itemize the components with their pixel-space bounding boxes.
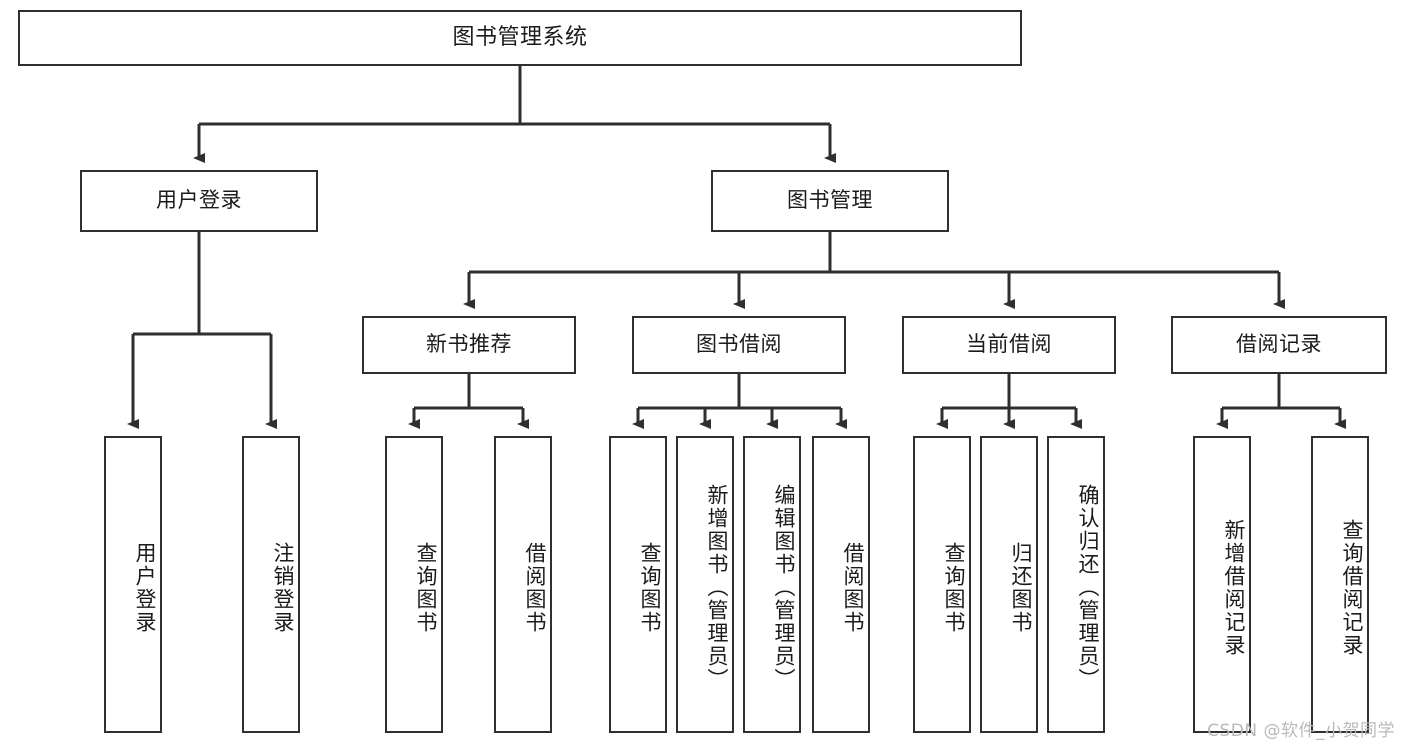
node-label: 用户登录	[156, 188, 242, 213]
node-current-borrow[interactable]: 当前借阅	[902, 316, 1116, 374]
node-label: 图书借阅	[696, 332, 782, 357]
leaf-return-book[interactable]: 归还图书	[980, 436, 1038, 733]
node-label: 查询借阅记录	[1340, 518, 1364, 657]
watermark: CSDN @软件_小贺同学	[1207, 721, 1395, 741]
node-label: 确认归还（管理员）	[1076, 484, 1100, 691]
leaf-logout-login[interactable]: 注销登录	[242, 436, 300, 733]
leaf-add-book[interactable]: 新增图书（管理员）	[676, 436, 734, 733]
node-label: 查询图书	[638, 541, 662, 634]
node-label: 当前借阅	[966, 332, 1052, 357]
node-label: 查询图书	[414, 541, 438, 634]
node-label: 查询图书	[942, 541, 966, 634]
leaf-edit-book[interactable]: 编辑图书（管理员）	[743, 436, 801, 733]
node-label: 图书管理	[787, 188, 873, 213]
node-borrow-record[interactable]: 借阅记录	[1171, 316, 1387, 374]
node-label: 归还图书	[1009, 541, 1033, 634]
node-label: 借阅图书	[841, 541, 865, 634]
node-book-management-system[interactable]: 图书管理系统	[18, 10, 1022, 66]
node-label: 新增借阅记录	[1222, 518, 1246, 657]
node-label: 注销登录	[271, 541, 295, 634]
node-label: 新书推荐	[426, 332, 512, 357]
leaf-confirm-return[interactable]: 确认归还（管理员）	[1047, 436, 1105, 733]
leaf-query-book-2[interactable]: 查询图书	[609, 436, 667, 733]
node-book-borrow[interactable]: 图书借阅	[632, 316, 846, 374]
node-book-management[interactable]: 图书管理	[711, 170, 949, 232]
node-label: 借阅图书	[523, 541, 547, 634]
leaf-query-record[interactable]: 查询借阅记录	[1311, 436, 1369, 733]
node-label: 用户登录	[133, 541, 157, 634]
leaf-query-book-3[interactable]: 查询图书	[913, 436, 971, 733]
leaf-add-record[interactable]: 新增借阅记录	[1193, 436, 1251, 733]
node-user-login[interactable]: 用户登录	[80, 170, 318, 232]
leaf-user-login[interactable]: 用户登录	[104, 436, 162, 733]
node-label: 编辑图书（管理员）	[772, 484, 796, 691]
node-new-book-recommend[interactable]: 新书推荐	[362, 316, 576, 374]
node-label: 图书管理系统	[452, 24, 588, 50]
leaf-borrow-book-1[interactable]: 借阅图书	[494, 436, 552, 733]
leaf-query-book-1[interactable]: 查询图书	[385, 436, 443, 733]
node-label: 新增图书（管理员）	[705, 484, 729, 691]
node-label: 借阅记录	[1236, 332, 1322, 357]
leaf-borrow-book-2[interactable]: 借阅图书	[812, 436, 870, 733]
